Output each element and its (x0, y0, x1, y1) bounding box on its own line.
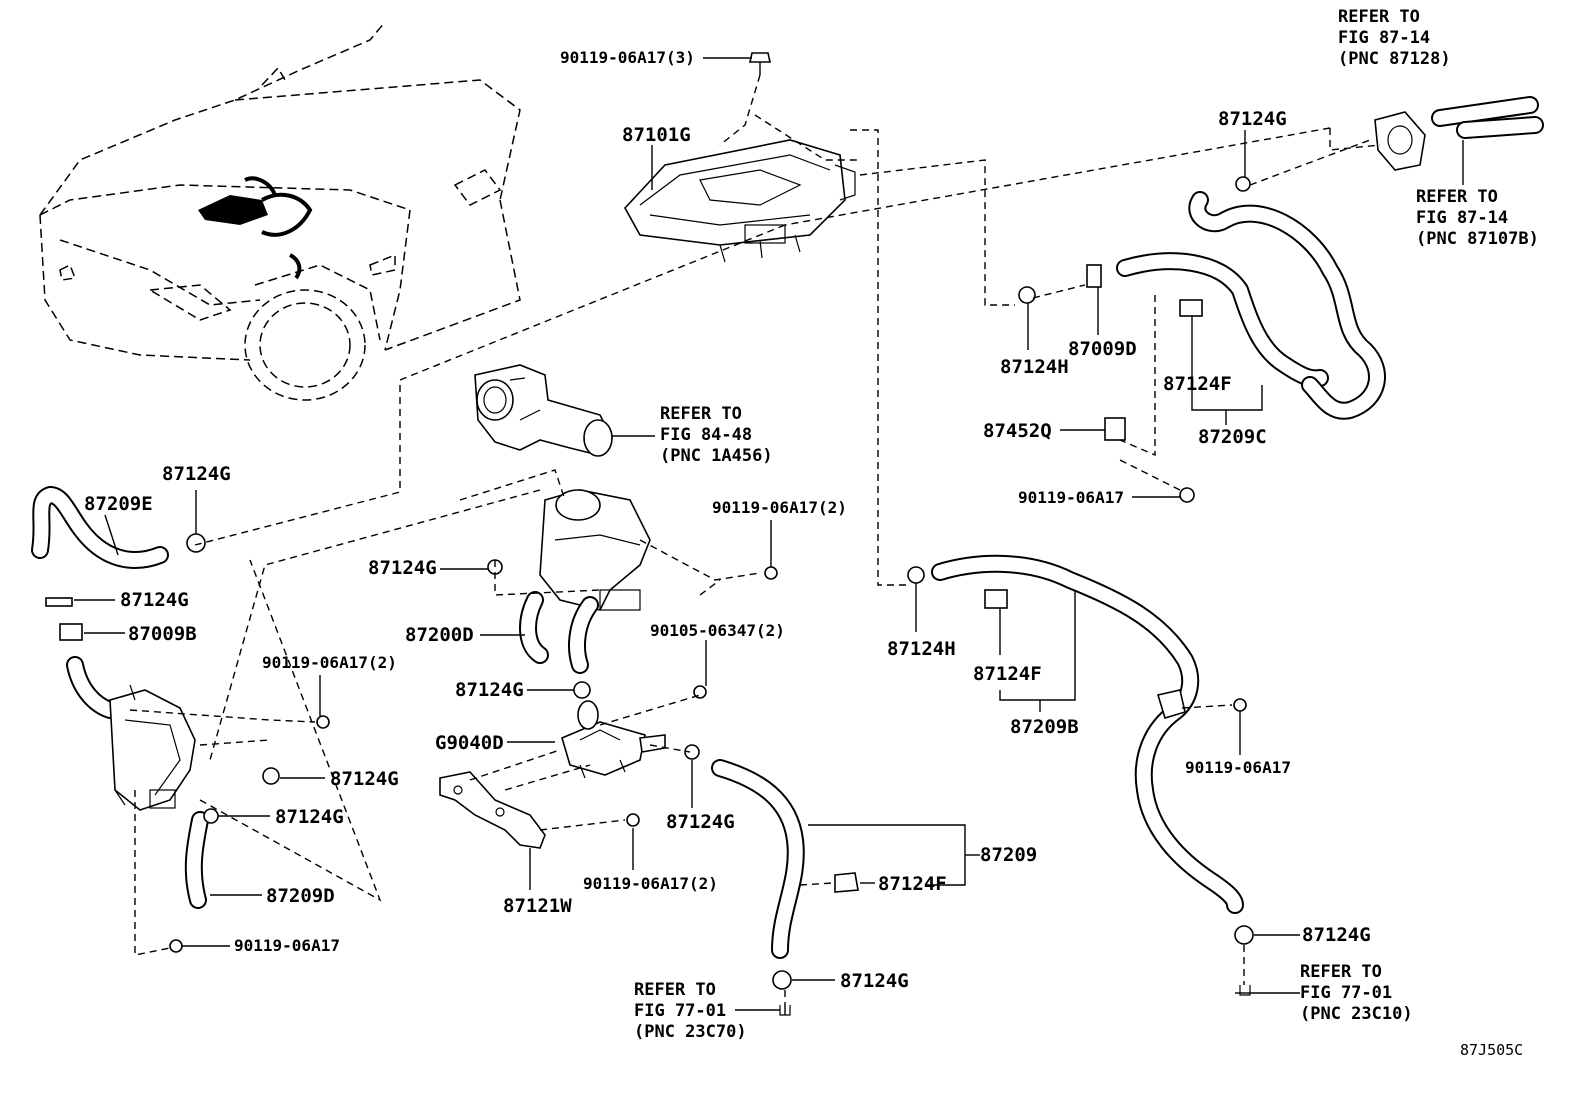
vehicle-outline (39, 21, 521, 401)
ref-bottom-right-line2[interactable]: FIG 77-01 (1300, 983, 1392, 1003)
label-clamp-g-small[interactable]: 87124G (120, 589, 189, 611)
label-hose-e[interactable]: 87209E (84, 493, 153, 515)
hose-end-87009b[interactable] (59, 623, 83, 641)
ref-thermostat-line2[interactable]: FIG 84-48 (660, 425, 752, 445)
label-hose-d[interactable]: 87209D (266, 885, 335, 907)
label-clamp-g-left[interactable]: 87124G (162, 463, 231, 485)
label-hose-b[interactable]: 87209B (1010, 716, 1079, 738)
label-clamp-g-right-bottom[interactable]: 87124G (1302, 924, 1371, 946)
grommet-87128 (1374, 111, 1426, 171)
left-bracket-assembly[interactable] (66, 656, 209, 909)
figure-code: 87J505C (1460, 1041, 1523, 1059)
label-bracket-q[interactable]: 87452Q (983, 420, 1052, 442)
label-valve[interactable]: 87200D (405, 624, 474, 646)
label-bolt-top[interactable]: 90119-06A17(3) (560, 48, 695, 67)
clamp-small-left[interactable] (45, 597, 73, 607)
label-bolt-bracket-w[interactable]: 90119-06A17(2) (583, 874, 718, 893)
label-clamp-h-lower[interactable]: 87124H (887, 638, 956, 660)
ref-top-right-2-line2[interactable]: FIG 87-14 (1416, 208, 1508, 228)
ref-top-right-1-line1[interactable]: REFER TO (1338, 7, 1420, 27)
hose-87209[interactable] (711, 759, 859, 959)
thermostat-housing[interactable] (474, 364, 613, 457)
label-bolt-pump[interactable]: 90105-06347(2) (650, 621, 785, 640)
label-bolt-valve[interactable]: 90119-06A17(2) (712, 498, 847, 517)
label-clamp-f-lower[interactable]: 87124F (878, 873, 947, 895)
inverter-assembly[interactable] (624, 139, 856, 263)
label-bolt-right[interactable]: 90119-06A17 (1185, 758, 1291, 777)
coolant-valve[interactable] (519, 489, 651, 674)
dashed-leaders (129, 74, 1381, 1005)
ref-thermostat-line3[interactable]: (PNC 1A456) (660, 446, 773, 466)
label-clamp-g-l1[interactable]: 87124G (330, 768, 399, 790)
ref-top-right-2-line3[interactable]: (PNC 87107B) (1416, 229, 1539, 249)
label-clamp-h-upper[interactable]: 87124H (1000, 356, 1069, 378)
ref-bottom-right-line1[interactable]: REFER TO (1300, 962, 1382, 982)
ref-thermostat-line1[interactable]: REFER TO (660, 404, 742, 424)
ref-top-right-1-line3[interactable]: (PNC 87128) (1338, 49, 1451, 69)
ref-bottom-right-line3[interactable]: (PNC 23C10) (1300, 1004, 1413, 1024)
label-clamp-f-mid[interactable]: 87124F (973, 663, 1042, 685)
part-labels: 90119-06A17(3) 87101G 87124G 87124H 8700… (84, 48, 1523, 1059)
water-pump[interactable] (561, 700, 666, 779)
ref-top-right-2-line1[interactable]: REFER TO (1416, 187, 1498, 207)
label-bolt-left-bracket[interactable]: 90119-06A17(2) (262, 653, 397, 672)
label-clamp-g-pump[interactable]: 87124G (455, 679, 524, 701)
label-inverter[interactable]: 87101G (622, 124, 691, 146)
hose-87209b[interactable] (931, 554, 1244, 914)
ref-bottom-center-line1[interactable]: REFER TO (634, 980, 716, 1000)
label-clamp-g-bottom[interactable]: 87124G (840, 970, 909, 992)
bracket-87121w[interactable] (439, 771, 546, 849)
label-clamp-top-right[interactable]: 87124G (1218, 108, 1287, 130)
label-hose-end-b[interactable]: 87009B (128, 623, 197, 645)
label-clamp-f-upper[interactable]: 87124F (1163, 373, 1232, 395)
label-clamp-g-mid[interactable]: 87124G (368, 557, 437, 579)
hose-87209e[interactable] (31, 486, 169, 569)
label-pump[interactable]: G9040D (435, 732, 504, 754)
label-hose-end-d[interactable]: 87009D (1068, 338, 1137, 360)
label-bolt-bottom-left[interactable]: 90119-06A17 (234, 936, 340, 955)
label-clamp-g-pump-r[interactable]: 87124G (666, 811, 735, 833)
label-bracket-w[interactable]: 87121W (503, 895, 572, 917)
label-hose-c[interactable]: 87209C (1198, 426, 1267, 448)
label-hose-87209[interactable]: 87209 (980, 844, 1037, 866)
ref-top-right-1-line2[interactable]: FIG 87-14 (1338, 28, 1430, 48)
label-clamp-g-l2[interactable]: 87124G (275, 806, 344, 828)
label-bolt-q[interactable]: 90119-06A17 (1018, 488, 1124, 507)
ref-bottom-center-line2[interactable]: FIG 77-01 (634, 1001, 726, 1021)
solid-leaders (74, 57, 1464, 1015)
bolt-top[interactable] (749, 52, 771, 75)
hose-87209c[interactable] (1116, 191, 1386, 420)
ref-bottom-center-line3[interactable]: (PNC 23C70) (634, 1022, 747, 1042)
pipes-87107b (1431, 96, 1544, 139)
reference-notes: REFER TO FIG 87-14 (PNC 87128) REFER TO … (634, 7, 1539, 1042)
